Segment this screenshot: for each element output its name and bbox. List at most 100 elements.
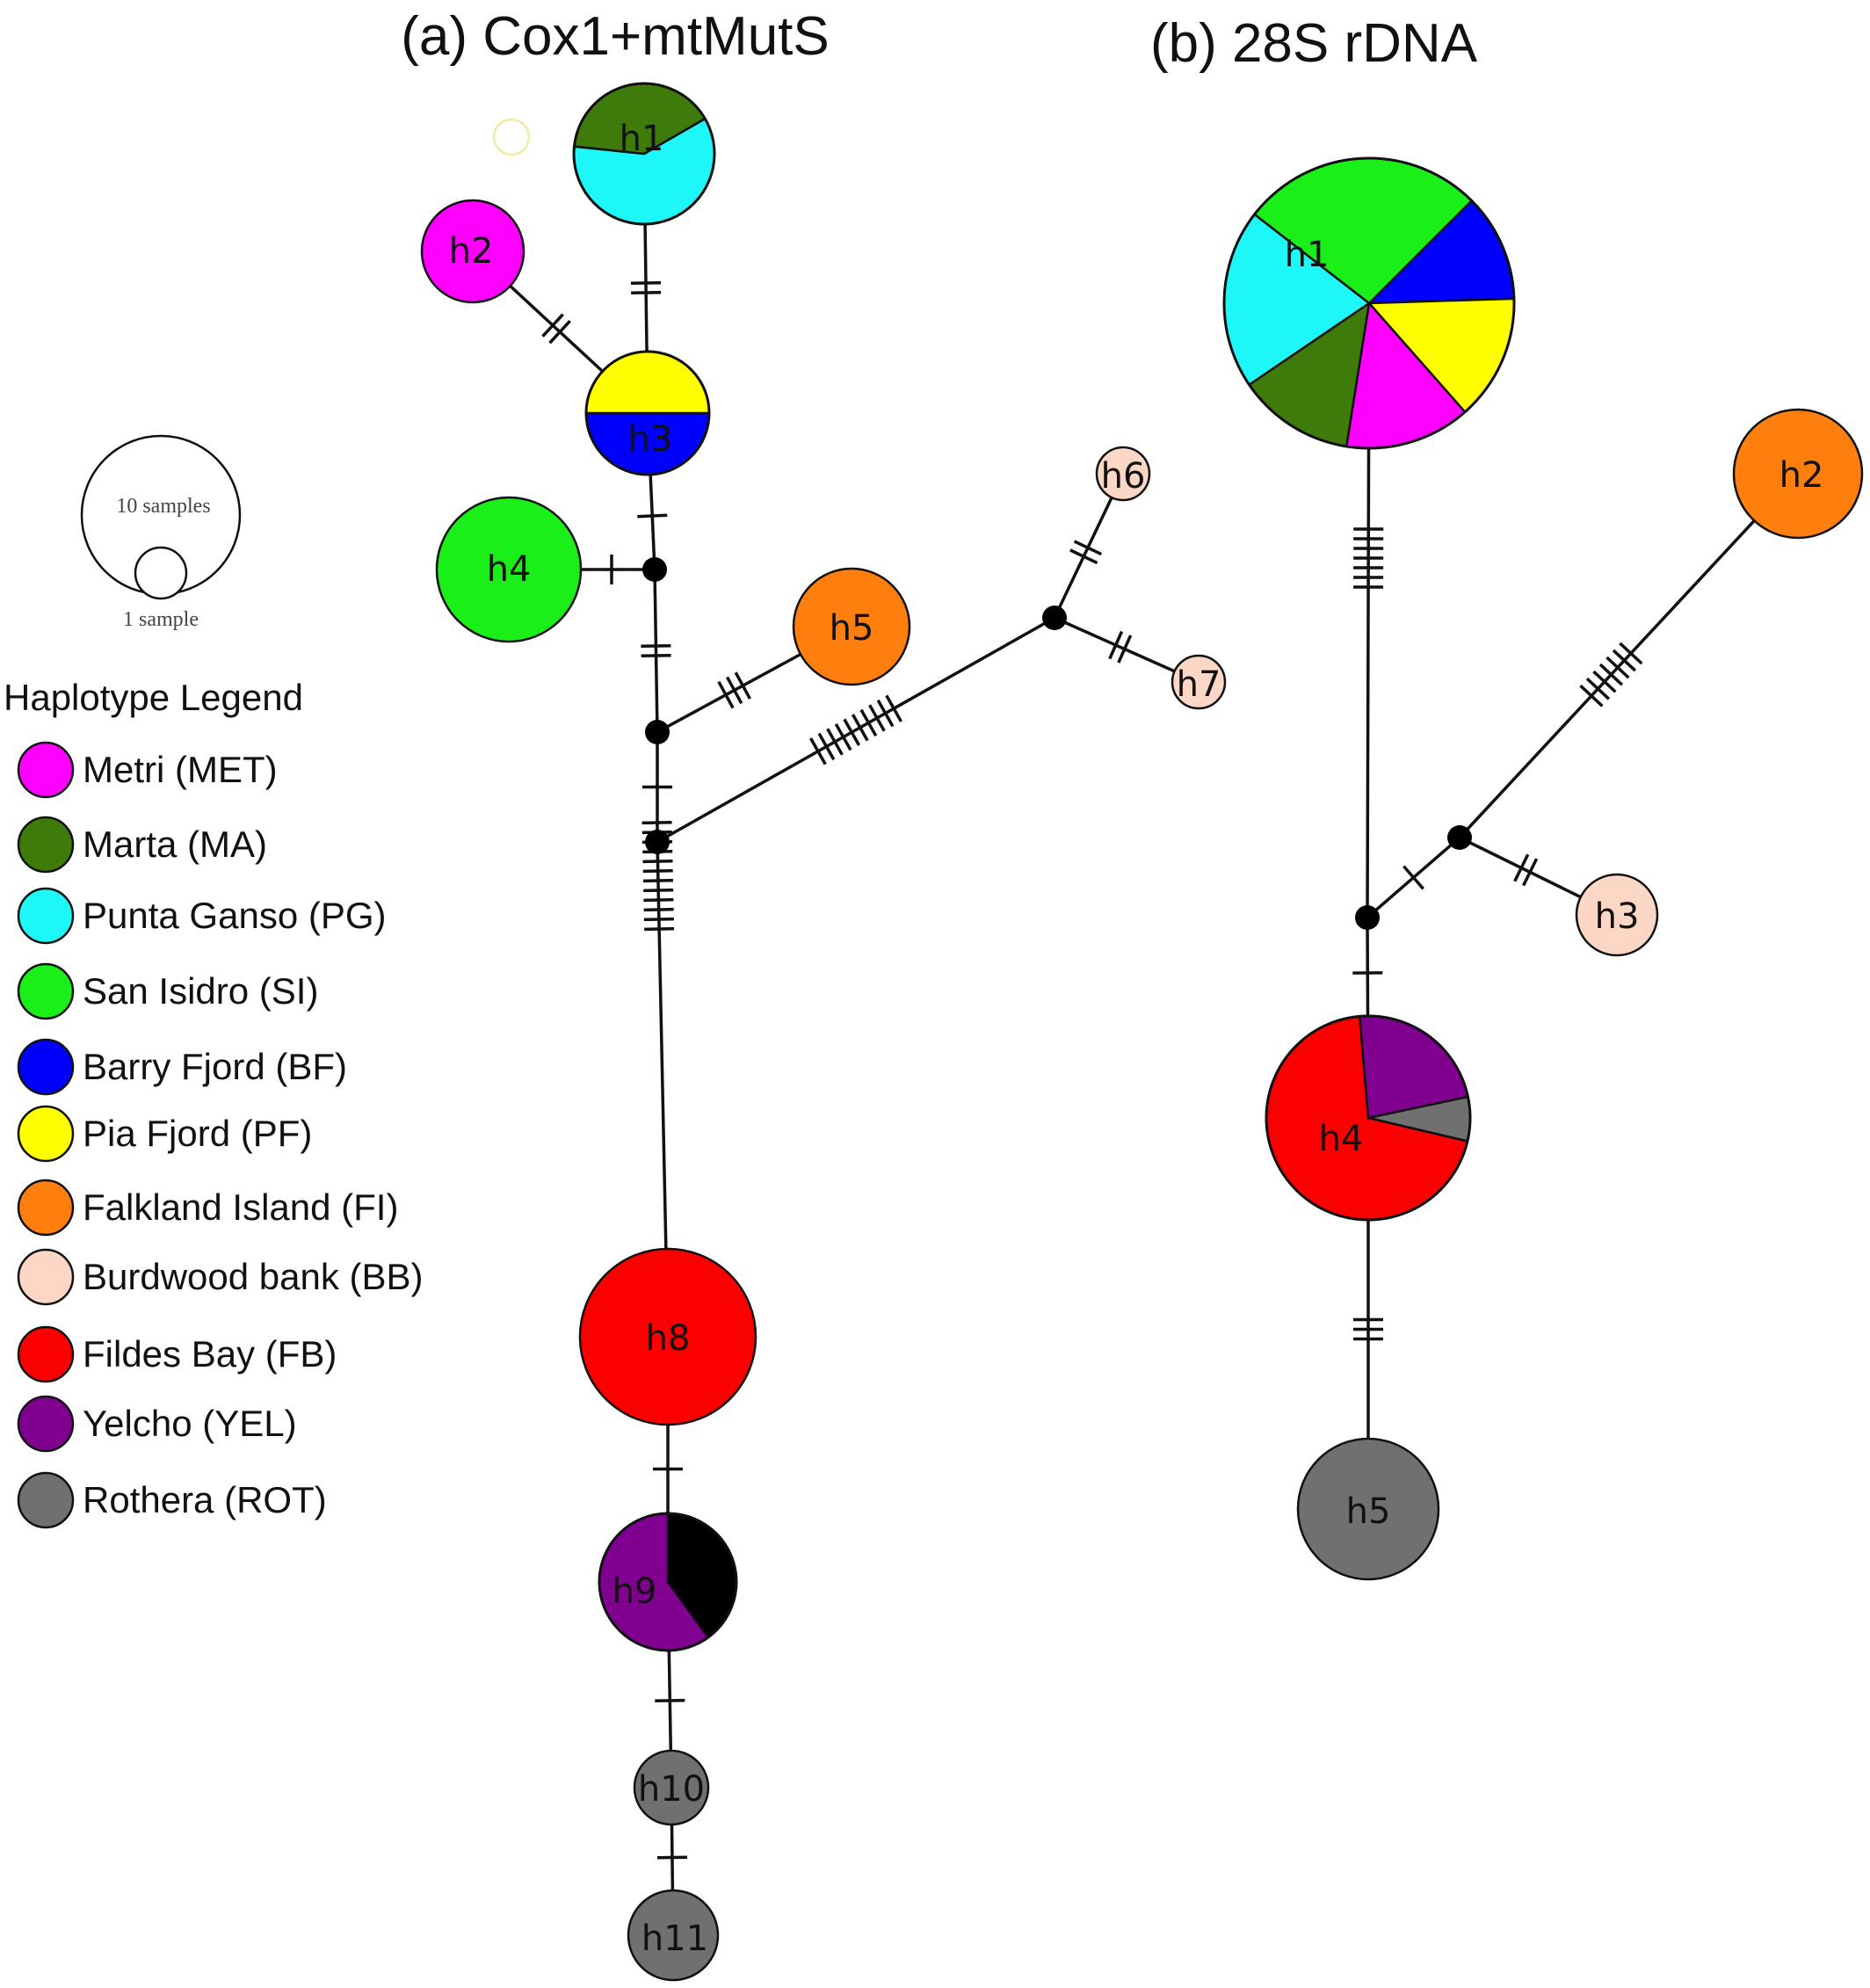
haplotype-label: h6 <box>1101 456 1146 497</box>
edge-line <box>1458 472 1800 839</box>
haplotype-label: h2 <box>449 231 494 272</box>
mutation-tick <box>1402 865 1424 890</box>
mutation-tick <box>643 907 674 912</box>
median-vector-m1 <box>642 557 667 582</box>
mutation-tick <box>868 704 886 732</box>
scale-label-small: 1 sample <box>123 608 199 631</box>
legend-item-bb: Burdwood bank (BB) <box>17 1248 424 1306</box>
mutation-tick <box>876 699 895 728</box>
pie-slice-met <box>420 199 525 304</box>
pie-slice-rot <box>633 1749 710 1826</box>
legend-label: Metri (MET) <box>83 749 278 790</box>
haplotype-node-h4: h4 <box>435 496 583 643</box>
pie-slice-fb <box>578 1247 757 1426</box>
haplotype-label: h3 <box>1595 896 1640 937</box>
median-vector-m4 <box>1042 606 1067 630</box>
pie-slice-bb <box>1095 446 1151 502</box>
mutation-tick <box>834 722 852 751</box>
mutation-tick <box>851 714 869 742</box>
median-vector-m2 <box>645 720 670 744</box>
mutation-tick <box>541 313 564 337</box>
legend-swatch <box>17 741 75 799</box>
pie-slice-bb <box>1575 873 1659 957</box>
mutation-tick <box>817 732 836 761</box>
node-outline <box>1265 1014 1472 1222</box>
haplotype-node-h4: h4 <box>1265 1014 1472 1222</box>
mutation-tick <box>1585 677 1611 700</box>
legend-item-pf: Pia Fjord (PF) <box>17 1105 312 1163</box>
mutation-tick <box>643 897 674 903</box>
legend-item-met: Metri (MET) <box>17 741 278 799</box>
haplotype-label: h5 <box>1346 1491 1391 1532</box>
pie-slice-pf <box>584 350 711 415</box>
mutation-tick <box>1073 540 1103 556</box>
haplotype-node-h3: h3 <box>1575 873 1659 957</box>
mutation-tick <box>1619 642 1643 665</box>
legend-label: San Isidro (SI) <box>83 970 318 1012</box>
haplotype-label: h4 <box>1319 1119 1364 1159</box>
legend-item-bf: Barry Fjord (BF) <box>17 1038 347 1096</box>
pie-slice-bb <box>1171 654 1227 710</box>
mutation-tick <box>1605 656 1630 679</box>
scale-label-large: 10 samples <box>116 495 210 518</box>
haplotype-node-h8: h8 <box>578 1247 757 1426</box>
panel-a-title: (a) Cox1+mtMutS <box>401 6 830 67</box>
mutation-tick <box>637 513 668 519</box>
median-vector-n2 <box>1447 825 1472 850</box>
legend-swatch <box>17 962 75 1020</box>
haplotype-label: h7 <box>1177 664 1221 705</box>
edge-m2-m3 <box>642 732 672 842</box>
haplotype-label: h1 <box>620 119 664 159</box>
haplotype-label: h5 <box>830 608 874 649</box>
mutation-tick <box>643 917 674 922</box>
panel-b-title: (b) 28S rDNA <box>1150 13 1478 74</box>
haplotype-node-h10: h10 <box>633 1749 710 1826</box>
median-vector-n1 <box>1355 905 1380 930</box>
legend-swatch <box>17 1395 75 1453</box>
mutation-tick <box>1522 858 1539 887</box>
legend-label: Falkland Island (FI) <box>83 1186 398 1228</box>
mutation-tick <box>885 694 902 722</box>
haplotype-label: h3 <box>628 419 673 460</box>
pie-slice-si <box>435 496 583 643</box>
edge-line <box>653 569 659 733</box>
edge-n2-h2 <box>1458 472 1800 839</box>
legend-label: Fildes Bay (FB) <box>83 1333 337 1375</box>
legend-swatch <box>17 1325 75 1383</box>
haplotype-node-h1: h1 <box>1222 156 1516 450</box>
mutation-tick <box>1108 630 1124 660</box>
legend-swatch <box>17 816 75 874</box>
node-outline <box>572 82 716 226</box>
network-a-edges <box>471 153 1200 1936</box>
mutation-tick <box>1579 684 1604 707</box>
legend-item-rot: Rothera (ROT) <box>17 1471 327 1529</box>
pie-slice-rot <box>1296 1437 1440 1581</box>
mutation-tick <box>809 737 827 765</box>
edge-n1-n2 <box>1366 836 1461 919</box>
haplotype-label: h8 <box>646 1318 691 1359</box>
legend-label: Marta (MA) <box>83 823 267 865</box>
haplotype-label: h10 <box>638 1769 705 1810</box>
haplotype-label: h4 <box>487 549 532 590</box>
legend-label: Rothera (ROT) <box>83 1479 327 1520</box>
legend-label: Punta Ganso (PG) <box>83 895 387 936</box>
median-vector-m3 <box>645 830 670 854</box>
node-outline <box>598 1512 738 1652</box>
legend-label: Burdwood bank (BB) <box>83 1256 424 1297</box>
haplotype-node-h3: h3 <box>584 350 711 476</box>
node-outline <box>1222 156 1516 450</box>
mutation-tick <box>826 728 844 756</box>
mutation-tick <box>726 676 743 705</box>
edge-m3-m4 <box>656 616 1055 844</box>
mutation-tick <box>734 671 751 700</box>
mutation-tick <box>644 926 675 932</box>
legend-swatch <box>17 1471 75 1529</box>
legend-swatch <box>17 1248 75 1306</box>
mutation-tick <box>641 653 671 658</box>
mutation-tick <box>843 718 861 746</box>
legend-item-ma: Marta (MA) <box>17 816 267 874</box>
edge-line <box>656 616 1055 844</box>
